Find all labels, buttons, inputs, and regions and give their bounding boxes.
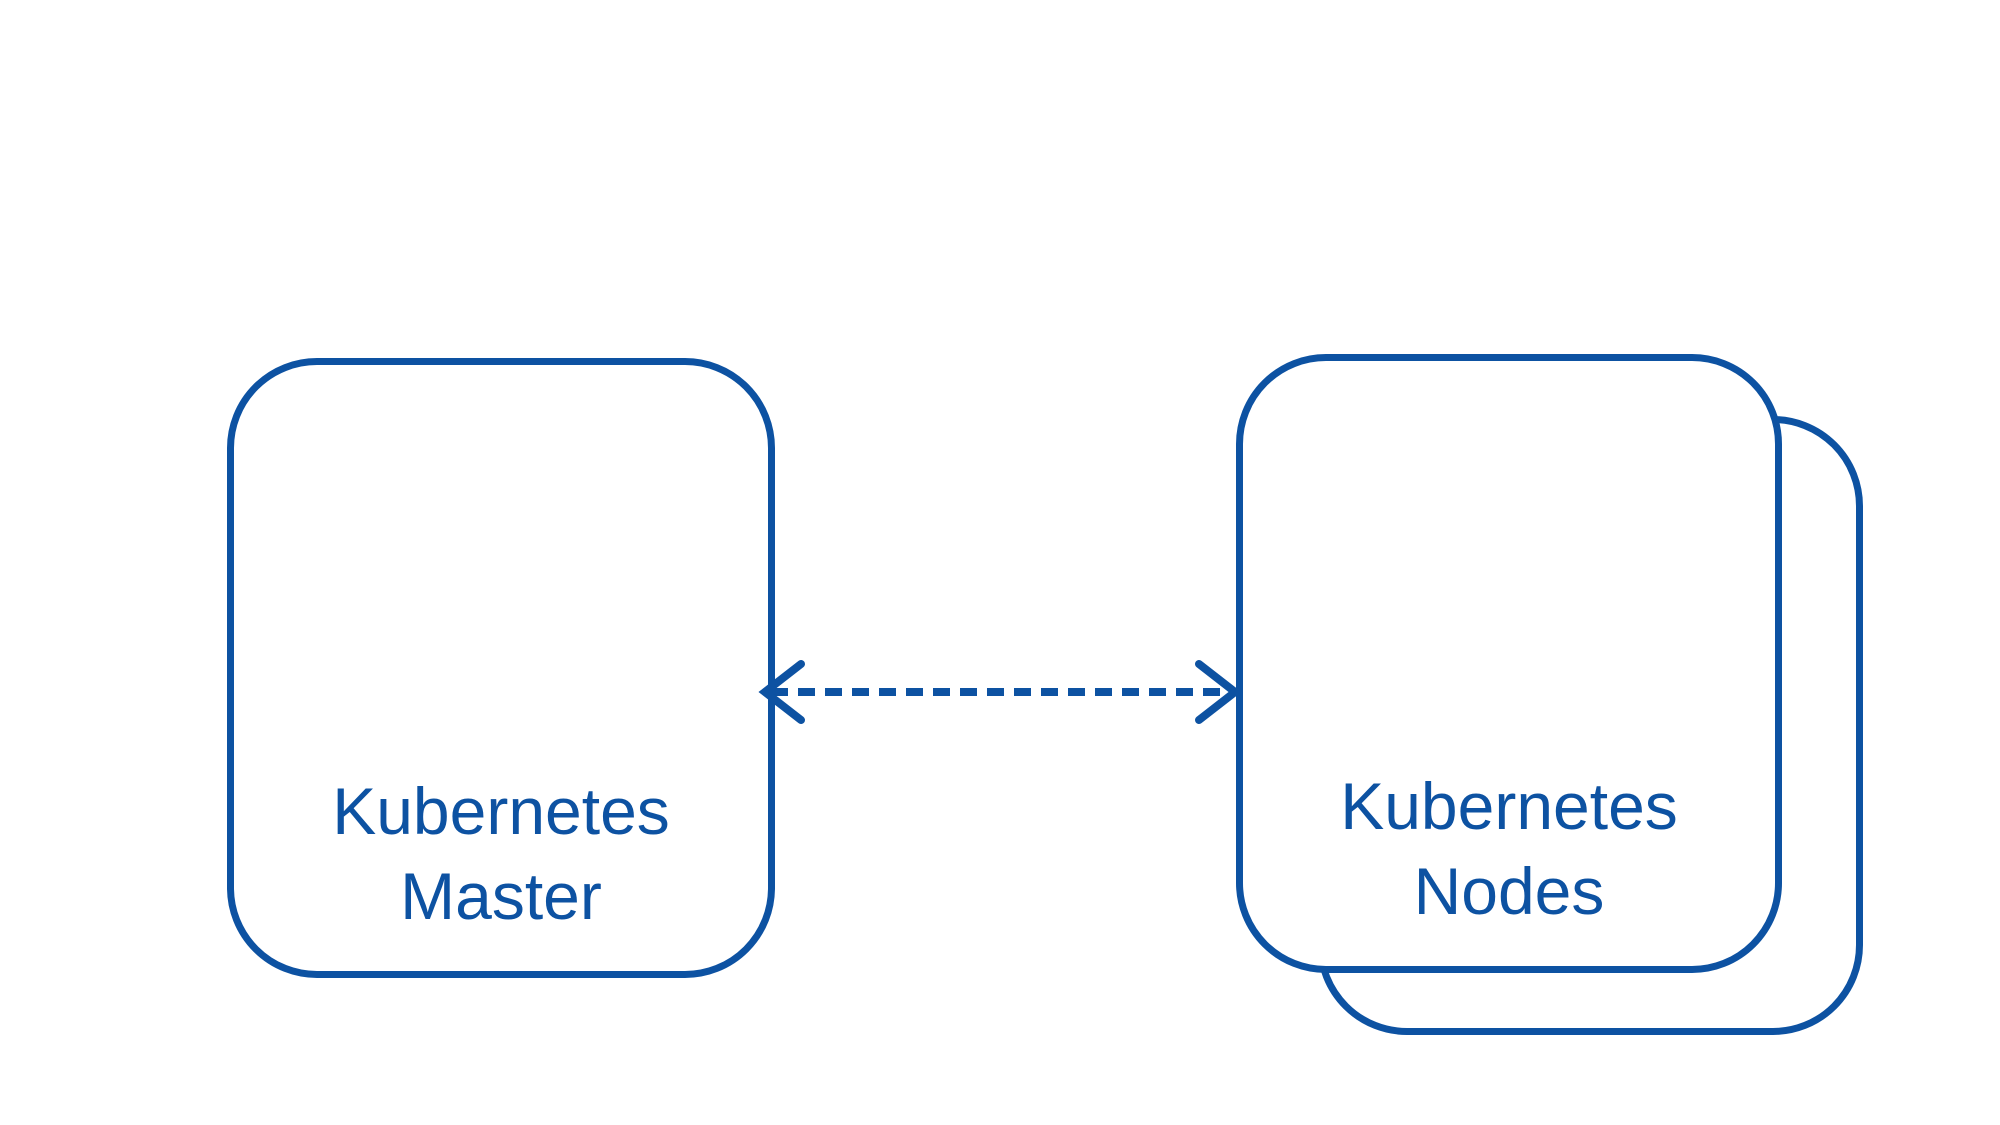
kubernetes-master-label-line1: Kubernetes <box>332 774 670 848</box>
master-nodes-connection-arrow <box>758 660 1242 724</box>
kubernetes-master-node[interactable]: Kubernetes Master <box>227 358 775 978</box>
arrowhead-right-icon <box>1195 660 1242 724</box>
kubernetes-nodes-label-line2: Nodes <box>1413 854 1605 928</box>
kubernetes-master-label: Kubernetes Master <box>234 769 768 939</box>
kubernetes-nodes-label-line1: Kubernetes <box>1340 769 1678 843</box>
arrowhead-left-icon <box>758 660 805 724</box>
kubernetes-master-label-line2: Master <box>400 859 602 933</box>
kubernetes-nodes-node[interactable]: Kubernetes Nodes <box>1236 354 1782 973</box>
kubernetes-nodes-label: Kubernetes Nodes <box>1243 764 1775 934</box>
